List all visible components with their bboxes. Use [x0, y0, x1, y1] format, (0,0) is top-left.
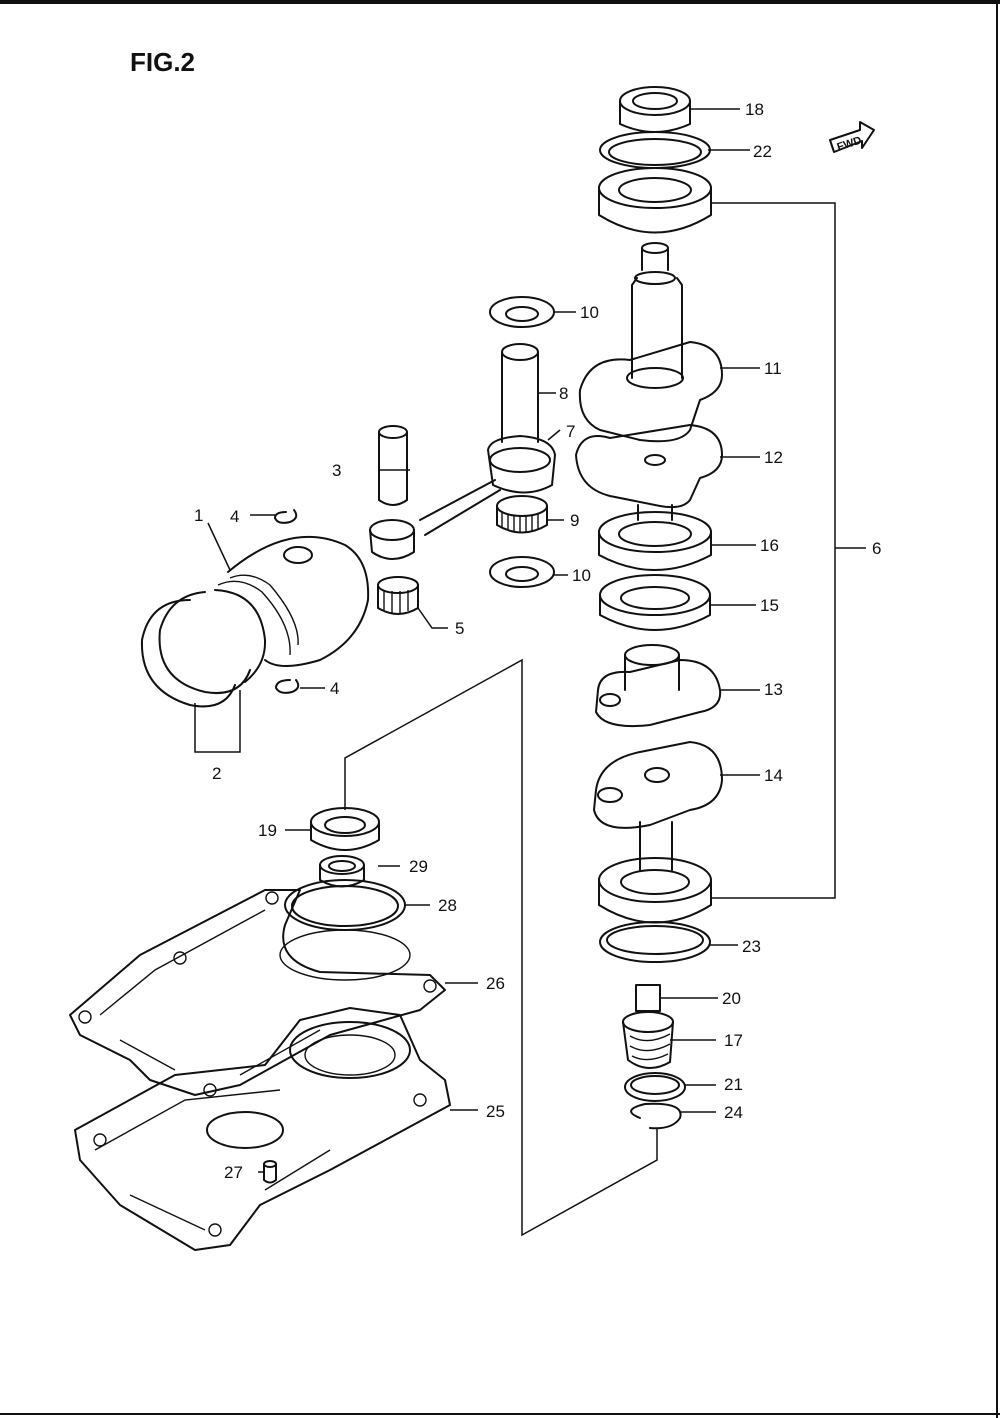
- callout-17: 17: [724, 1031, 743, 1050]
- ring-23: [599, 921, 711, 963]
- thrust-washer-10-upper: [489, 296, 555, 328]
- callout-10-lower: 10: [572, 566, 591, 585]
- callout-29: 29: [409, 857, 428, 876]
- callout-27: 27: [224, 1163, 243, 1182]
- piston-rings-2: [140, 589, 267, 708]
- connecting-rod-7: [419, 435, 556, 536]
- circlip-4-lower: [275, 679, 300, 694]
- callout-20: 20: [722, 989, 741, 1008]
- callout-18: 18: [745, 100, 764, 119]
- crankpin-8: [501, 343, 539, 443]
- callout-25: 25: [486, 1102, 505, 1121]
- callout-13: 13: [764, 680, 783, 699]
- callout-23: 23: [742, 937, 761, 956]
- callout-28: 28: [438, 896, 457, 915]
- dowel-pin-27: [263, 1160, 277, 1184]
- callout-6: 6: [872, 539, 881, 558]
- callout-15: 15: [760, 596, 779, 615]
- callout-14: 14: [764, 766, 783, 785]
- callout-12: 12: [764, 448, 783, 467]
- callout-3: 3: [332, 461, 341, 480]
- callout-26: 26: [486, 974, 505, 993]
- leader-lines: [194, 108, 866, 1237]
- crank-web-12: [575, 424, 723, 509]
- key-20: [635, 984, 661, 1012]
- figure-title: FIG.2: [130, 47, 195, 77]
- center-bearing-16: [598, 504, 712, 571]
- small-end: [369, 519, 415, 560]
- o-ring-28: [284, 879, 406, 931]
- crank-web-11: [578, 341, 723, 443]
- center-seal-15: [599, 574, 711, 631]
- upper-bearing: [598, 167, 712, 234]
- circlip-24: [630, 1102, 682, 1130]
- callout-22: 22: [753, 142, 772, 161]
- callout-2: 2: [212, 764, 221, 783]
- gasket-26: [69, 889, 446, 1097]
- piston-1: [217, 535, 370, 667]
- callout-10-upper: 10: [580, 303, 599, 322]
- ring-22: [599, 131, 711, 169]
- callout-21: 21: [724, 1075, 743, 1094]
- callout-4-lower: 4: [330, 679, 339, 698]
- piston-pin-3: [378, 425, 408, 506]
- callout-9: 9: [570, 511, 579, 530]
- callout-5: 5: [455, 619, 464, 638]
- crank-web-14: [593, 741, 723, 829]
- oil-seal-19: [310, 807, 380, 851]
- oil-seal-18: [619, 86, 691, 133]
- crank-web-13: [595, 644, 722, 728]
- crankshaft-upper-journal: [631, 242, 683, 379]
- pump-gear-17: [622, 1011, 674, 1069]
- callout-19: 19: [258, 821, 277, 840]
- callout-7: 7: [566, 422, 575, 441]
- lower-bearing: [598, 857, 712, 924]
- fwd-arrow-icon: FWD: [829, 121, 875, 154]
- needle-bearing-9: [496, 495, 548, 534]
- callout-11: 11: [764, 359, 782, 378]
- crankshaft-lower-journal: [639, 821, 673, 871]
- callout-24: 24: [724, 1103, 743, 1122]
- callout-1: 1: [194, 506, 203, 525]
- needle-bearing-5: [377, 576, 419, 615]
- callout-16: 16: [760, 536, 779, 555]
- callout-8: 8: [559, 384, 568, 403]
- washer-21: [624, 1072, 686, 1102]
- lower-housing-25: [74, 1007, 451, 1251]
- thrust-washer-10-lower: [489, 556, 555, 588]
- callout-4-upper: 4: [230, 507, 239, 526]
- circlip-4-upper: [274, 509, 298, 524]
